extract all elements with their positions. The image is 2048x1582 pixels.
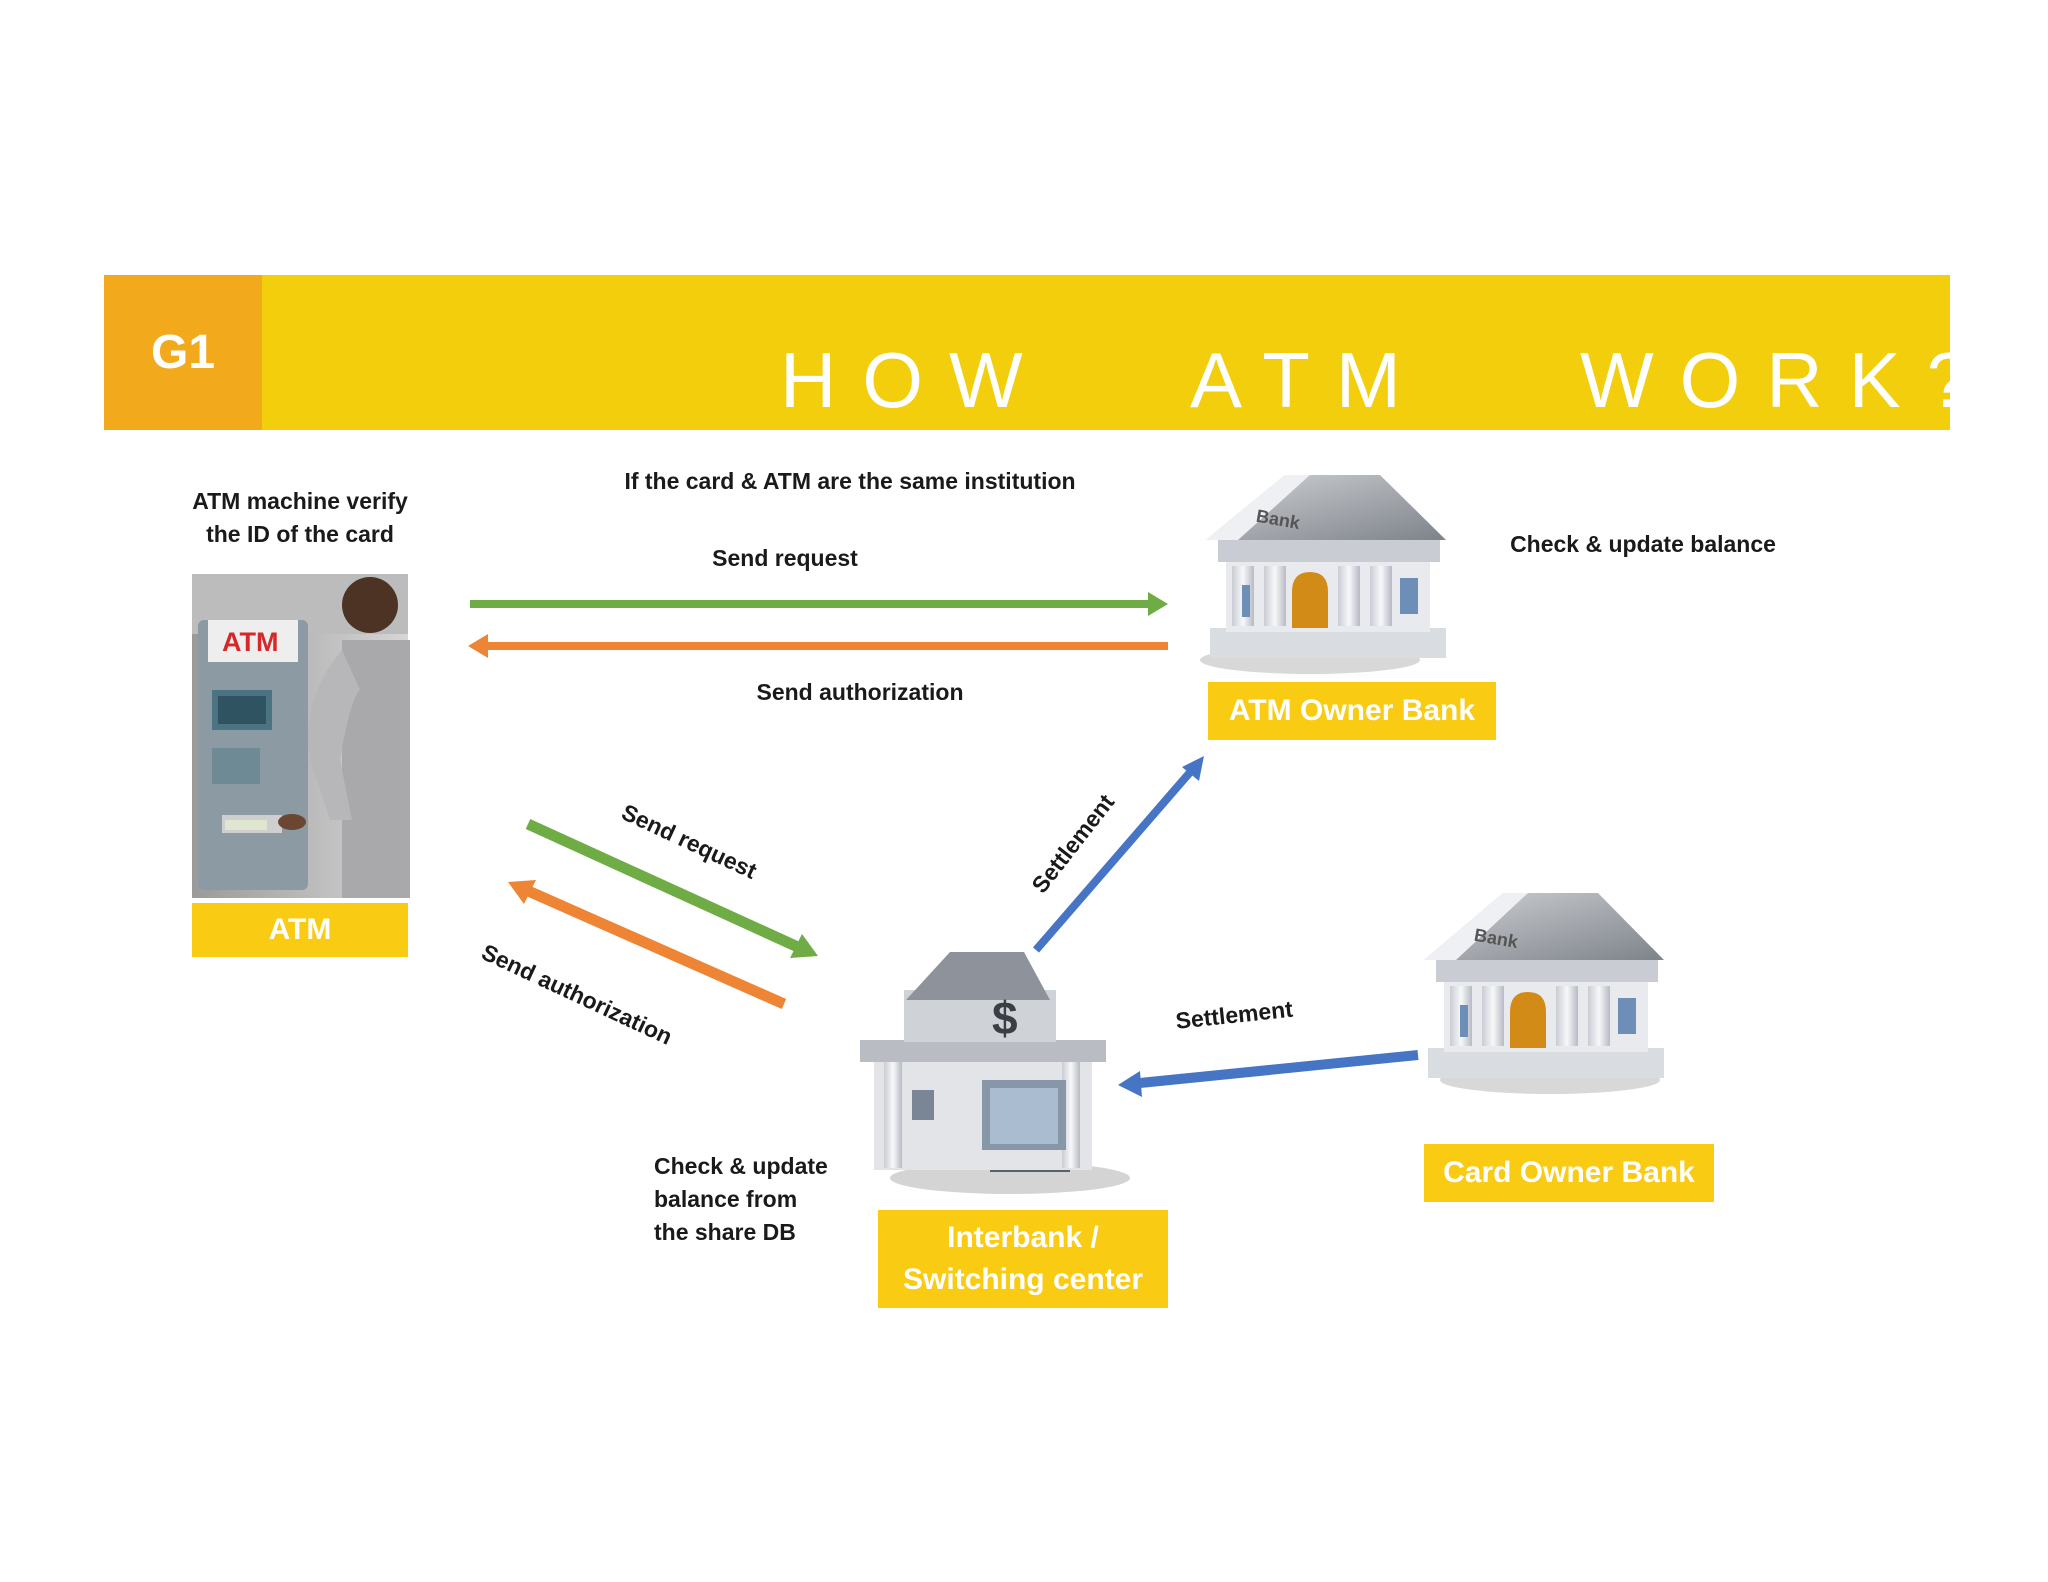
- atm-label: ATM: [192, 903, 408, 957]
- title-word-work: WORK?: [1580, 336, 1997, 424]
- interbank-note-line3: the share DB: [654, 1219, 796, 1245]
- slide-badge: G1: [104, 275, 262, 430]
- title-banner: [104, 275, 1950, 430]
- atm-owner-bank-icon: [1200, 475, 1446, 674]
- atm-owner-bank-note: Check & update balance: [1510, 531, 1776, 557]
- interbank-note-line2: balance from: [654, 1186, 798, 1212]
- card-owner-bank-icon: [1424, 893, 1664, 1094]
- atm-owner-bank-label: ATM Owner Bank: [1208, 682, 1496, 740]
- interbank-note: Check & update balance from the share DB: [654, 1150, 874, 1249]
- interbank-label-line1: Interbank /: [947, 1221, 1099, 1254]
- interbank-note-line1: Check & update: [654, 1153, 828, 1179]
- arrow-send-authorization-diagonal: [508, 880, 787, 1010]
- card-owner-bank-label: Card Owner Bank: [1424, 1144, 1714, 1202]
- arrow-settlement-to-atm-owner: [1032, 756, 1204, 953]
- dollar-icon: $: [992, 992, 1018, 1044]
- atm-caption-line2: the ID of the card: [206, 521, 394, 547]
- same-institution-heading: If the card & ATM are the same instituti…: [624, 468, 1076, 494]
- title-word-atm: ATM: [1190, 336, 1427, 424]
- atm-screen-sign: ATM: [222, 627, 278, 657]
- interbank-label: Interbank / Switching center: [878, 1210, 1168, 1308]
- arrow-send-authorization-top: [468, 634, 1168, 658]
- send-authorization-label-top: Send authorization: [756, 679, 964, 705]
- arrow-send-request-top: [470, 592, 1168, 616]
- interbank-label-line2: Switching center: [902, 1263, 1144, 1296]
- interbank-building-icon: $: [860, 952, 1130, 1194]
- arrow-send-request-diagonal: [525, 818, 818, 958]
- atm-photo: [192, 574, 410, 898]
- arrow-settlement-from-card-owner: [1118, 1050, 1419, 1097]
- title-word-how: HOW: [780, 336, 1049, 424]
- atm-caption-line1: ATM machine verify: [192, 488, 408, 514]
- send-request-label-top: Send request: [712, 545, 858, 571]
- atm-caption: ATM machine verify the ID of the card: [150, 485, 450, 551]
